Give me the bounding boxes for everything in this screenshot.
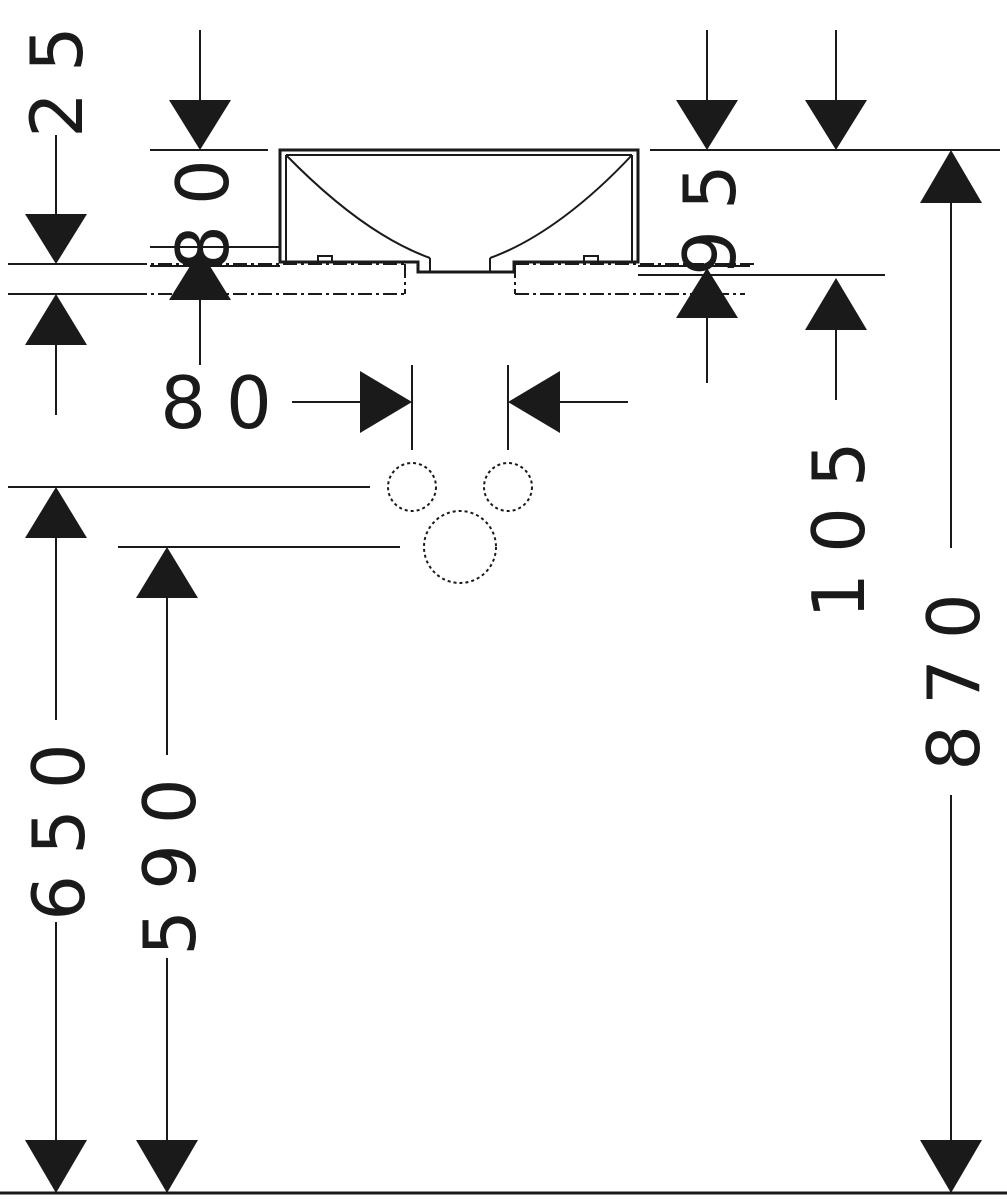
countertop	[8, 263, 755, 295]
waste-connection	[423, 510, 497, 584]
washbasin	[278, 148, 640, 274]
dim-label-25: 25	[15, 6, 99, 138]
dim-label-870: 870	[912, 573, 996, 770]
dimension-80-height: 80	[161, 30, 245, 365]
dimension-95: 95	[668, 30, 752, 383]
dim-label-95: 95	[668, 144, 752, 276]
dimension-80-spacing: 80	[160, 361, 628, 450]
dim-label-105: 105	[797, 421, 881, 618]
dim-label-80-height: 80	[161, 139, 245, 271]
dimension-105: 105	[797, 30, 881, 619]
dimension-870: 870	[912, 150, 996, 1193]
supply-connections	[387, 462, 533, 512]
dim-label-80-spacing: 80	[160, 361, 292, 445]
dimension-25: 25	[8, 6, 140, 415]
dim-label-590: 590	[128, 758, 212, 955]
dim-label-650: 650	[17, 723, 101, 920]
dimension-590: 590	[118, 546, 400, 1193]
dimension-650: 650	[8, 486, 370, 1193]
